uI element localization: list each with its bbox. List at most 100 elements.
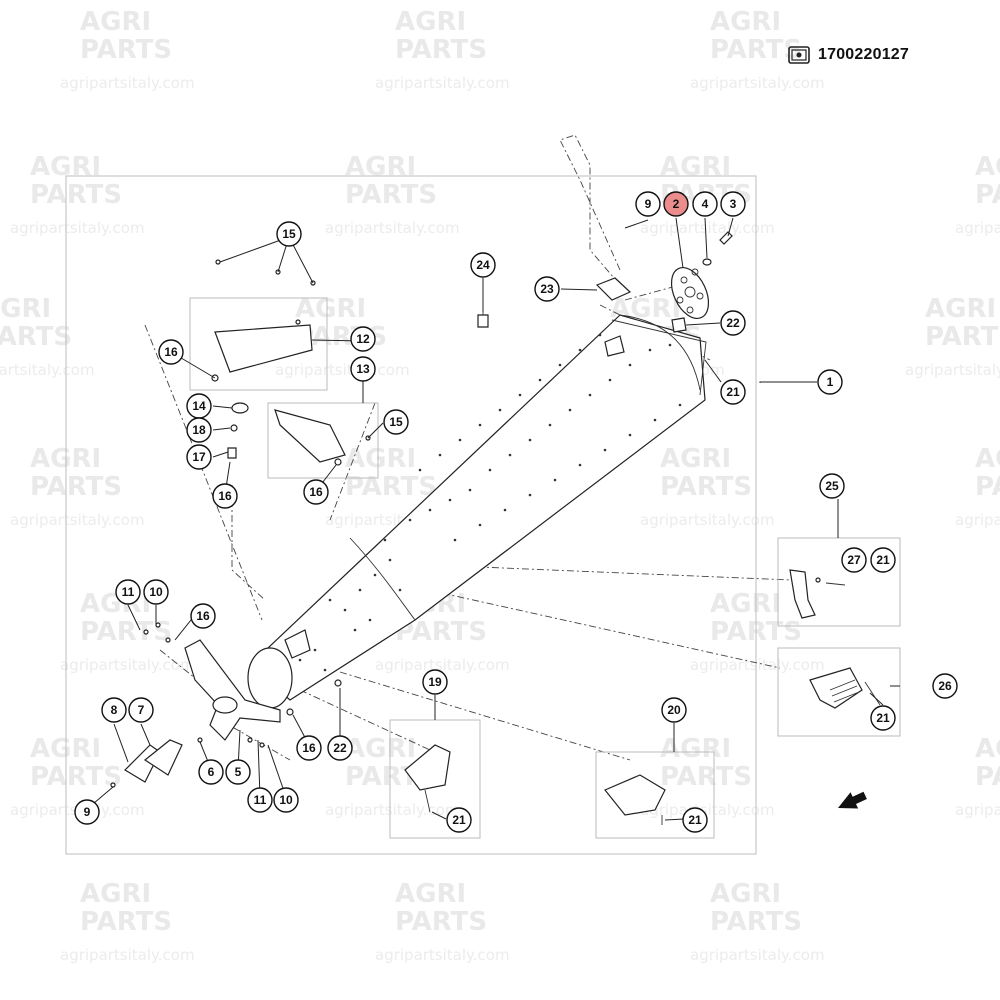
callout-label: 8 [111, 703, 118, 717]
callout-4[interactable]: 4 [692, 191, 718, 217]
watermark-brand-line2: PARTS [30, 472, 122, 502]
callout-10[interactable]: 10 [143, 579, 169, 605]
bolt-hole [488, 468, 492, 472]
callout-label: 7 [138, 703, 145, 717]
bolt-hole [323, 668, 327, 672]
bolt-hole [478, 423, 482, 427]
bolt-hole [468, 488, 472, 492]
bolt-hole [578, 348, 582, 352]
watermark-brand-line2: PARTS [30, 180, 122, 210]
callout-label: 22 [726, 316, 740, 330]
callout-label: 4 [702, 197, 709, 211]
detail-boxes [189, 297, 901, 839]
reference-header: 1700220127 [788, 42, 909, 68]
callout-label: 6 [208, 765, 215, 779]
callout-label: 27 [847, 553, 861, 567]
callout-3[interactable]: 3 [720, 191, 746, 217]
callout-15[interactable]: 15 [383, 409, 409, 435]
callout-21[interactable]: 21 [870, 705, 896, 731]
callout-9[interactable]: 9 [635, 191, 661, 217]
watermark-brand-line2: PARTS [975, 762, 1000, 792]
callout-21[interactable]: 21 [682, 807, 708, 833]
callout-21[interactable]: 21 [720, 379, 746, 405]
bolt-hole [373, 573, 377, 577]
callout-label: 9 [645, 197, 652, 211]
callout-circle [276, 221, 302, 247]
bolt-hole [508, 453, 512, 457]
callout-11[interactable]: 11 [115, 579, 141, 605]
callout-20[interactable]: 20 [661, 697, 687, 723]
callout-circle [692, 191, 718, 217]
callout-label: 10 [279, 793, 293, 807]
callout-7[interactable]: 7 [128, 697, 154, 723]
callout-5[interactable]: 5 [225, 759, 251, 785]
callout-8[interactable]: 8 [101, 697, 127, 723]
callout-label: 21 [876, 553, 890, 567]
callout-label: 17 [192, 450, 206, 464]
callout-1[interactable]: 1 [817, 369, 843, 395]
callout-17[interactable]: 17 [186, 444, 212, 470]
callout-15[interactable]: 15 [276, 221, 302, 247]
watermark-url: agripartsitaly.com [0, 361, 95, 379]
bolt-hole [418, 468, 422, 472]
watermark-brand-line1: AGRI [80, 879, 151, 909]
watermark-brand-line1: AGRI [345, 152, 416, 182]
auger-tube [247, 314, 707, 709]
callout-25[interactable]: 25 [819, 473, 845, 499]
bolt-hole [343, 608, 347, 612]
watermark-brand-line2: PARTS [80, 35, 172, 65]
callout-21[interactable]: 21 [870, 547, 896, 573]
bolt-hole [398, 588, 402, 592]
watermark-brand-line2: PARTS [660, 762, 752, 792]
watermark-url: agripartsitaly.com [10, 219, 145, 237]
watermark-brand-line2: PARTS [710, 907, 802, 937]
callout-22[interactable]: 22 [327, 735, 353, 761]
callout-6[interactable]: 6 [198, 759, 224, 785]
callout-circle [74, 799, 100, 825]
callout-19[interactable]: 19 [422, 669, 448, 695]
callout-16[interactable]: 16 [296, 735, 322, 761]
callout-circle [383, 409, 409, 435]
watermark-brand-line2: PARTS [80, 617, 172, 647]
callout-21[interactable]: 21 [446, 807, 472, 833]
callout-22[interactable]: 22 [720, 310, 746, 336]
callout-23[interactable]: 23 [534, 276, 560, 302]
callout-14[interactable]: 14 [186, 393, 212, 419]
callout-label: 10 [149, 585, 163, 599]
watermark-brand-line2: PARTS [925, 322, 1000, 352]
callout-circle [303, 479, 329, 505]
callout-16[interactable]: 16 [190, 603, 216, 629]
callout-16[interactable]: 16 [303, 479, 329, 505]
callout-circle [247, 787, 273, 813]
callout-27[interactable]: 27 [841, 547, 867, 573]
callout-circle [101, 697, 127, 723]
callout-circle [635, 191, 661, 217]
book-reference-icon [788, 46, 810, 64]
bolt-hole [578, 463, 582, 467]
callout-circle [350, 326, 376, 352]
callout-18[interactable]: 18 [186, 417, 212, 443]
arrow-down-left-icon [838, 791, 867, 809]
callout-label: 19 [428, 675, 442, 689]
callout-circle [115, 579, 141, 605]
callout-16[interactable]: 16 [158, 339, 184, 365]
bolt-hole [313, 648, 317, 652]
callout-label: 18 [192, 423, 206, 437]
callout-24[interactable]: 24 [470, 252, 496, 278]
callout-10[interactable]: 10 [273, 787, 299, 813]
callout-9[interactable]: 9 [74, 799, 100, 825]
callout-26[interactable]: 26 [932, 673, 958, 699]
callout-12[interactable]: 12 [350, 326, 376, 352]
callout-2[interactable]: 2 [663, 191, 689, 217]
callout-16[interactable]: 16 [212, 483, 238, 509]
watermark-brand-line2: PARTS [710, 35, 802, 65]
callout-11[interactable]: 11 [247, 787, 273, 813]
watermark-brand-line1: AGRI [660, 444, 731, 474]
bolt-hole [528, 493, 532, 497]
callout-13[interactable]: 13 [350, 356, 376, 382]
